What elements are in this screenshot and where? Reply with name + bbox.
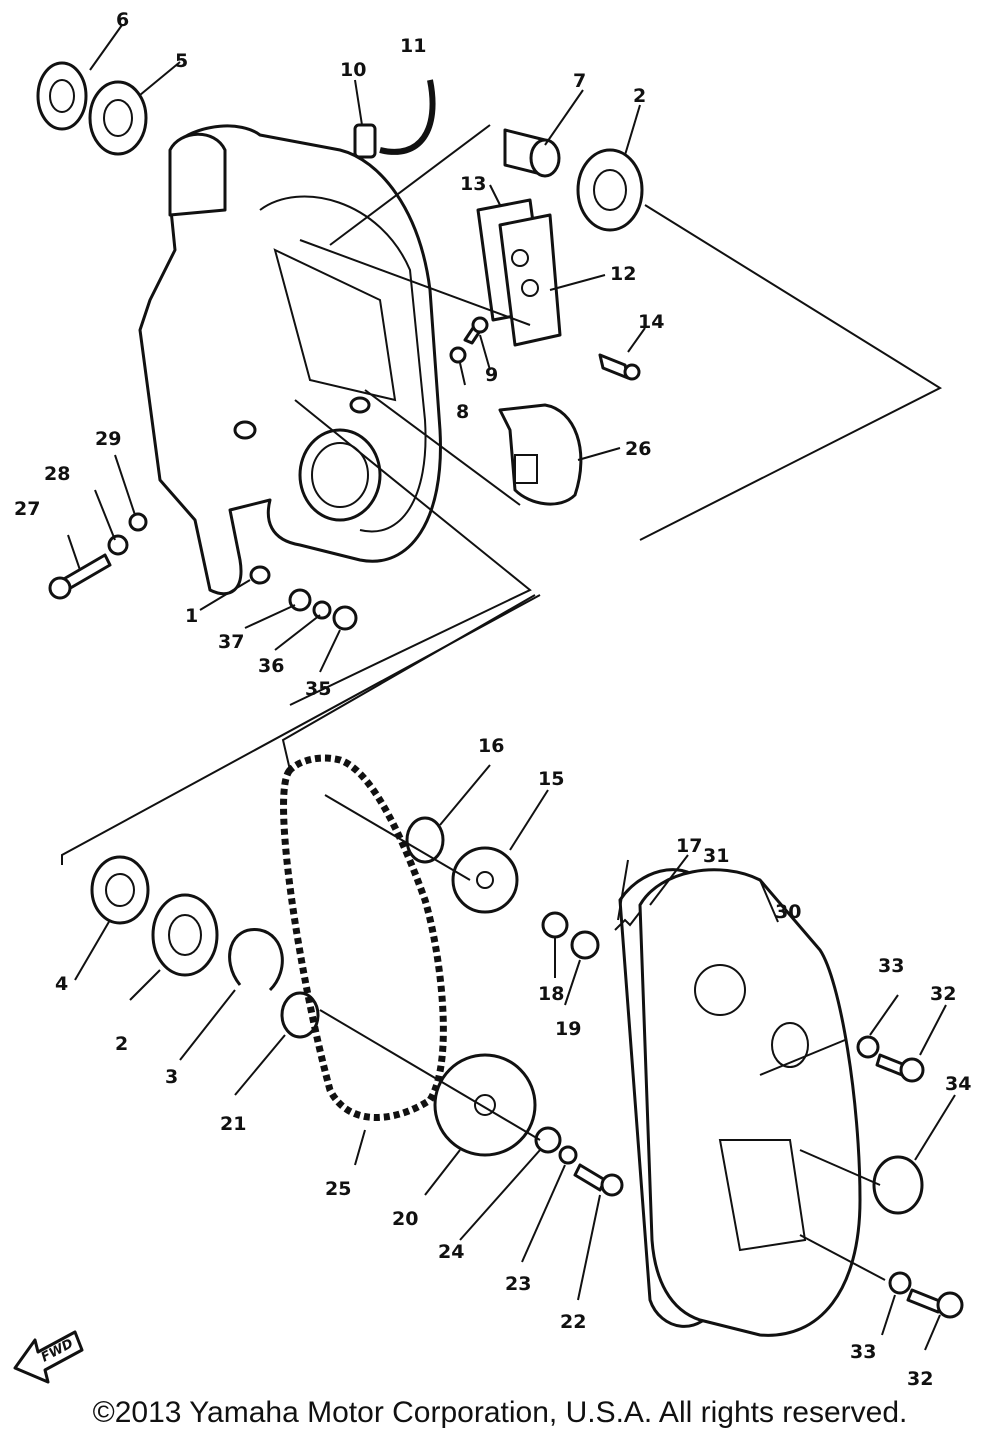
fitting-10 [353, 123, 377, 159]
tensioner-26 [498, 403, 583, 506]
bearing-2-upper [576, 148, 644, 232]
copyright-notice: ©2013 Yamaha Motor Corporation, U.S.A. A… [92, 1396, 908, 1429]
callout-2-upper: 2 [633, 85, 646, 107]
callout-28: 28 [44, 463, 70, 485]
washer-29 [128, 512, 148, 532]
callout-30: 30 [775, 901, 801, 923]
callout-33-upper: 33 [878, 955, 904, 977]
washer-8 [449, 346, 467, 364]
callout-2-lower: 2 [115, 1033, 128, 1055]
callout-22: 22 [560, 1311, 586, 1333]
sprocket-20 [433, 1053, 537, 1157]
callout-33-lower: 33 [850, 1341, 876, 1363]
callout-labels: 1 2 2 3 4 5 6 7 8 9 10 11 12 13 14 15 16… [14, 9, 971, 1390]
plate-12 [498, 213, 562, 347]
callout-31: 31 [703, 845, 729, 867]
callout-10: 10 [340, 59, 366, 81]
callout-13: 13 [460, 173, 486, 195]
snap-ring-3 [228, 928, 284, 992]
collar-16 [405, 816, 445, 864]
assembly-lines-lower [61, 594, 886, 1281]
callout-34: 34 [945, 1073, 971, 1095]
chain-case-cover-30 [638, 868, 862, 1337]
bearing-6 [36, 61, 88, 131]
callout-9: 9 [485, 364, 498, 386]
callout-32-upper: 32 [930, 983, 956, 1005]
sprocket-15 [451, 846, 519, 914]
callout-6: 6 [116, 9, 129, 31]
assembly-lines-upper [289, 124, 943, 706]
callout-27: 27 [14, 498, 40, 520]
callout-29: 29 [95, 428, 121, 450]
callout-1: 1 [185, 605, 198, 627]
washer-33-lower [888, 1271, 912, 1295]
callout-35: 35 [305, 678, 331, 700]
callout-19: 19 [555, 1018, 581, 1040]
callout-12: 12 [610, 263, 636, 285]
callout-23: 23 [505, 1273, 531, 1295]
nut-19 [570, 930, 600, 960]
washer-36 [312, 600, 332, 620]
nut-35 [332, 605, 358, 631]
bolt-9 [463, 316, 489, 345]
callout-4: 4 [55, 973, 68, 995]
callout-21: 21 [220, 1113, 246, 1135]
callout-14: 14 [638, 311, 664, 333]
bolt-32-upper [875, 1053, 925, 1083]
bolt-27 [48, 553, 112, 600]
callout-3: 3 [165, 1066, 178, 1088]
callout-36: 36 [258, 655, 284, 677]
bolt-22 [573, 1163, 624, 1197]
bolt-32-lower [906, 1288, 964, 1319]
callout-32-lower: 32 [907, 1368, 933, 1390]
washer-18 [541, 911, 569, 939]
hose-11 [379, 79, 436, 155]
washer-23 [558, 1145, 578, 1165]
bearing-5 [88, 80, 148, 156]
bearing-2-lower [151, 893, 219, 977]
callout-20: 20 [392, 1208, 418, 1230]
collar-21 [280, 991, 320, 1039]
callout-7: 7 [573, 70, 586, 92]
callout-25: 25 [325, 1178, 351, 1200]
callout-18: 18 [538, 983, 564, 1005]
bearing-4 [90, 855, 150, 925]
washer-28 [107, 534, 129, 556]
chain-case-housing [138, 124, 442, 596]
callout-37: 37 [218, 631, 244, 653]
callout-24: 24 [438, 1241, 464, 1263]
callout-11: 11 [400, 35, 426, 57]
callout-16: 16 [478, 735, 504, 757]
callout-26: 26 [625, 438, 651, 460]
washer-33-upper [856, 1035, 880, 1059]
cap-34 [872, 1155, 924, 1215]
collar-7 [503, 128, 561, 178]
callout-leaders [67, 24, 956, 1351]
callout-17: 17 [676, 835, 702, 857]
bolt-14 [598, 353, 641, 381]
callout-8: 8 [456, 401, 469, 423]
washer-24 [534, 1126, 562, 1154]
callout-15: 15 [538, 768, 564, 790]
fwd-arrow: FWD [13, 1330, 84, 1384]
callout-5: 5 [175, 50, 188, 72]
chain-25 [280, 754, 447, 1121]
